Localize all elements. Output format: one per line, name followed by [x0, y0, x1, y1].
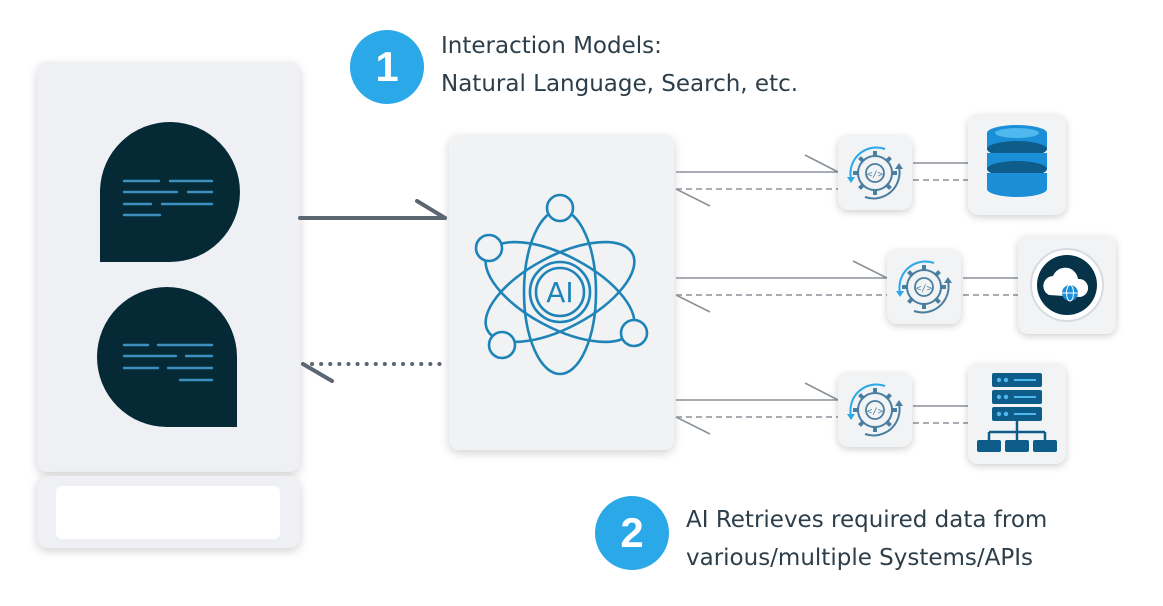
api-gear-icon-2 — [894, 259, 954, 315]
chat-input-field[interactable] — [56, 486, 280, 539]
api-gear-icon-1 — [845, 145, 905, 201]
step-2-text: AI Retrieves required data from various/… — [686, 501, 1146, 577]
step-1-line-2: Natural Language, Search, etc. — [441, 71, 799, 97]
step-2-badge: 2 — [595, 496, 669, 570]
step-2-line-2: various/multiple Systems/APIs — [686, 545, 1034, 571]
server-network-icon — [977, 373, 1057, 452]
cloud-globe-icon — [1030, 248, 1104, 322]
api-gear-icon-3 — [845, 382, 905, 438]
ai-atom-icon — [474, 193, 649, 376]
request-arrow — [298, 199, 447, 220]
step-2-line-1: AI Retrieves required data from — [686, 507, 1048, 533]
step-1-line-1: Interaction Models: — [441, 33, 662, 59]
database-icon — [987, 125, 1047, 197]
ai-label: AI — [546, 276, 573, 309]
response-arrow — [301, 362, 447, 383]
step-1-text: Interaction Models: Natural Language, Se… — [441, 27, 1001, 103]
step-1-badge: 1 — [350, 30, 424, 104]
